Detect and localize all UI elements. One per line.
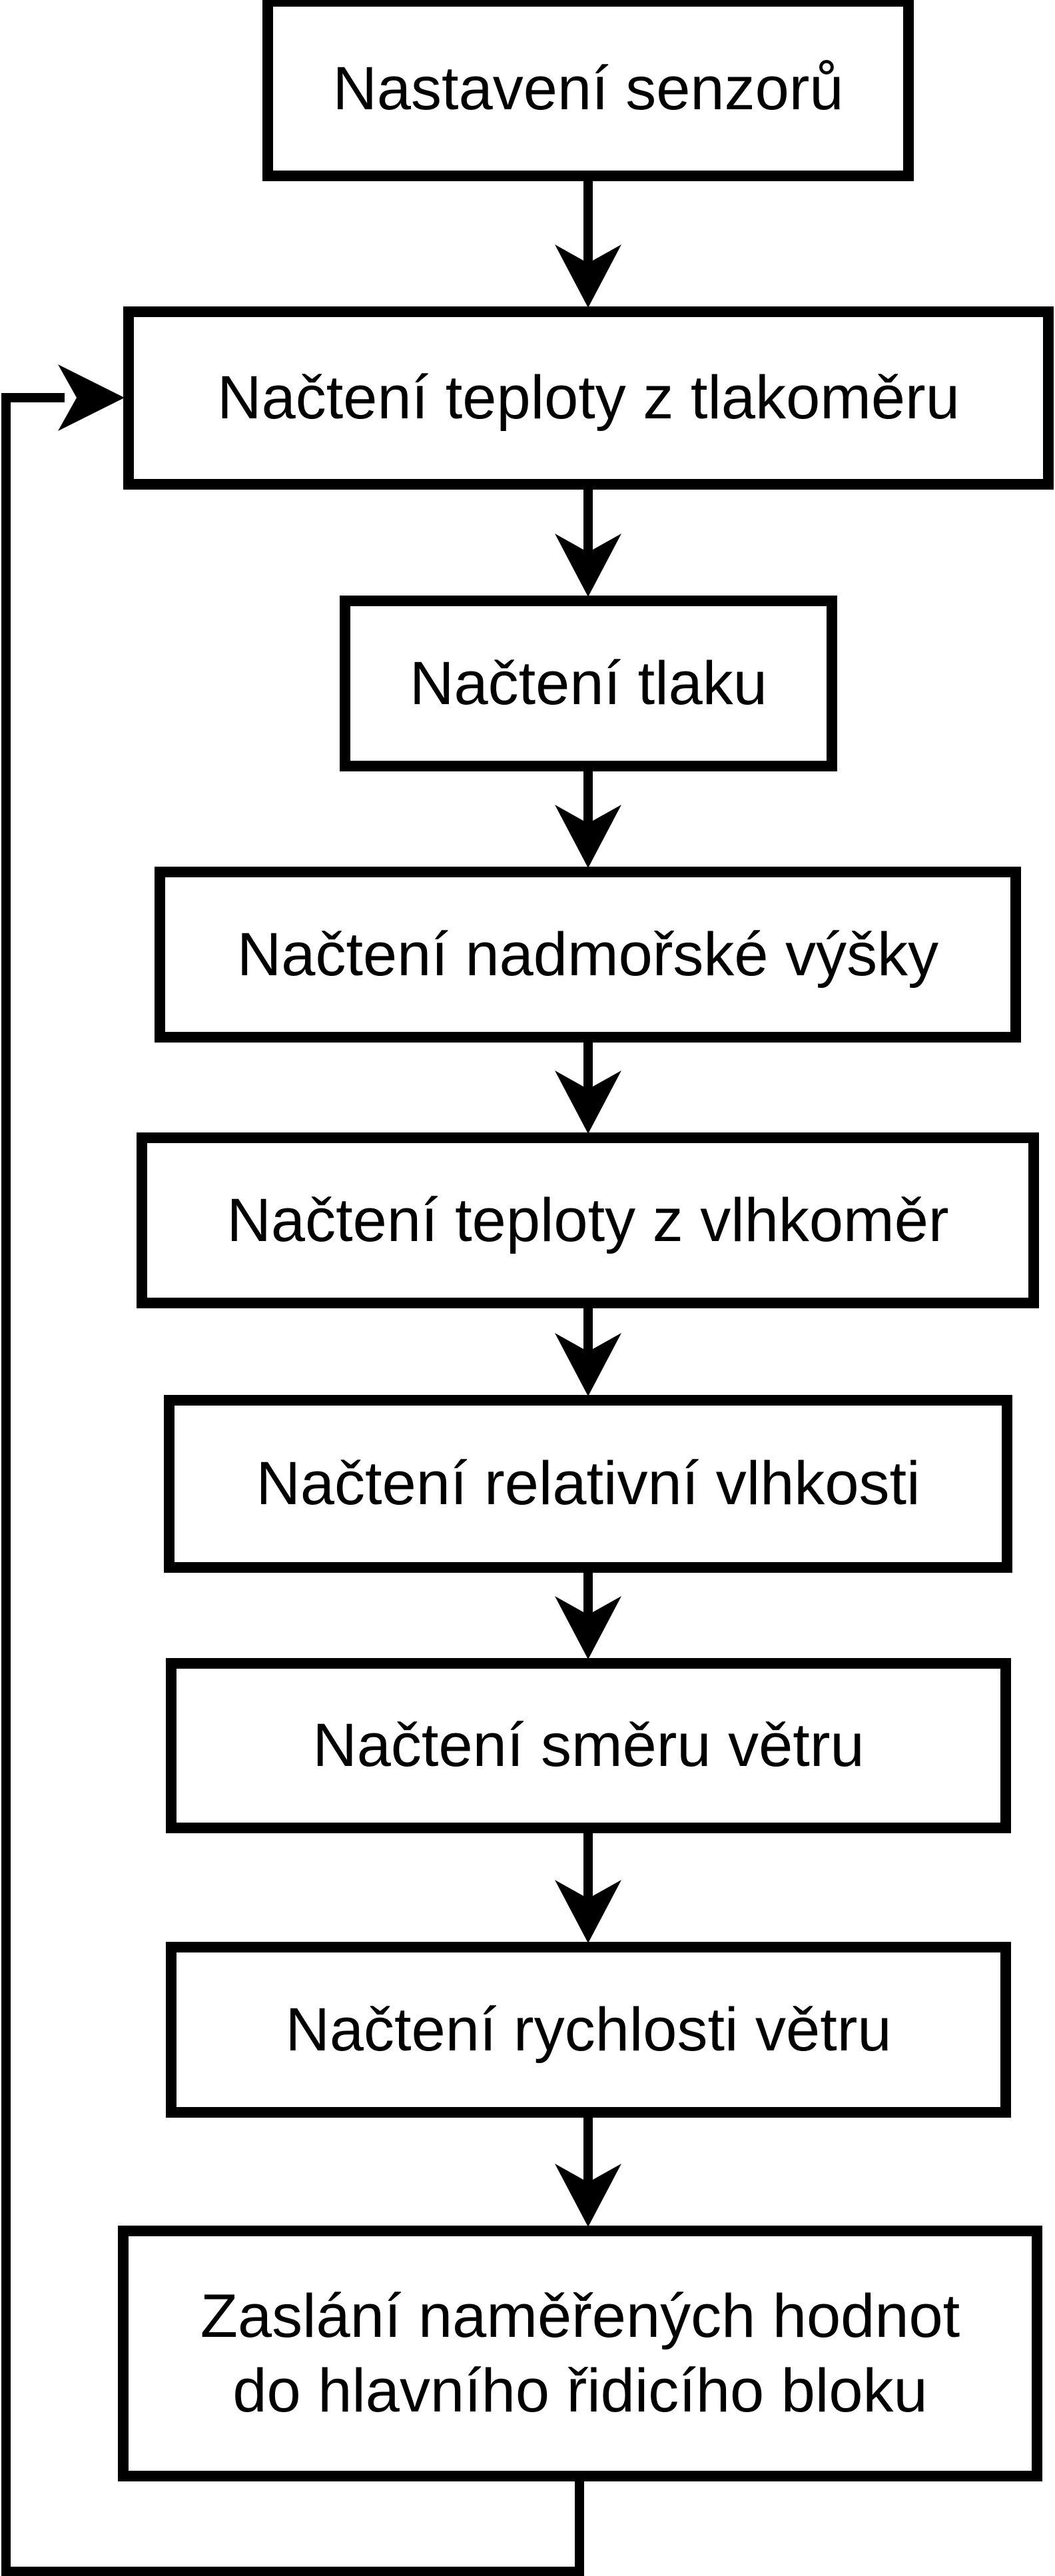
flow-node-label: Načtení relativní vlhkosti — [256, 1450, 920, 1518]
arrow-stem-8-9 — [583, 2114, 593, 2184]
arrow-stem-7-8 — [583, 1829, 593, 1900]
arrowhead-down-icon — [555, 1880, 621, 1943]
arrow-stem-4-5 — [583, 1039, 593, 1090]
flow-node-label: Načtení teploty z vlhkoměr — [226, 1186, 949, 1254]
arrowhead-right-icon — [58, 364, 125, 431]
loop-back-segment-top — [1, 393, 65, 402]
flow-node-label-line-2: do hlavního řidicího bloku — [232, 2357, 928, 2425]
arrowhead-down-icon — [555, 805, 621, 868]
arrowhead-down-icon — [555, 534, 621, 597]
flow-node-label: Načtení směru větru — [312, 1711, 865, 1780]
loop-back-segment-left — [1, 393, 11, 2576]
flow-node-nacteni-smeru-vetru: Načtení směru větru — [166, 1658, 1011, 1833]
arrowhead-down-icon — [555, 1596, 621, 1659]
arrowhead-down-icon — [555, 1071, 621, 1134]
arrow-stem-1-2 — [583, 175, 593, 264]
flow-node-label-line-1: Zaslání naměřených hodnot — [200, 2282, 960, 2350]
flow-node-label: Načtení tlaku — [410, 649, 767, 717]
flow-node-label: Načtení rychlosti větru — [285, 1995, 892, 2064]
flow-node-nacteni-tlaku: Načtení tlaku — [340, 596, 837, 771]
arrow-stem-3-4 — [583, 767, 593, 825]
flow-node-nacteni-teploty-z-vlhkomer: Načtení teploty z vlhkoměr — [137, 1132, 1039, 1308]
flow-node-nacteni-teploty-z-tlakomeru: Načtení teploty z tlakoměru — [123, 306, 1054, 490]
arrow-stem-2-3 — [583, 486, 593, 554]
loop-back-segment-bottom — [1, 2567, 584, 2576]
arrowhead-down-icon — [555, 1333, 621, 1396]
flow-node-label: Načtení teploty z tlakoměru — [217, 364, 960, 432]
flow-node-nastaveni-senzoru: Nastavení senzorů — [262, 0, 914, 181]
flow-node-label: Nastavení senzorů — [332, 54, 844, 123]
arrow-stem-6-7 — [583, 1569, 593, 1616]
flow-node-zaslani-namerenych-hodnot: Zaslání naměřených hodnot do hlavního ři… — [118, 2226, 1042, 2481]
arrowhead-down-icon — [555, 2164, 621, 2227]
flow-node-nacteni-nadmorske-vysky: Načtení nadmořské výšky — [155, 867, 1021, 1043]
flow-node-label: Načtení nadmořské výšky — [236, 920, 939, 989]
loop-back-segment-down — [575, 2477, 584, 2571]
flow-node-nacteni-rychlosti-vetru: Načtení rychlosti větru — [166, 1942, 1011, 2118]
arrow-stem-5-6 — [583, 1304, 593, 1353]
flow-node-nacteni-relativni-vlhkosti: Načtení relativní vlhkosti — [164, 1395, 1012, 1573]
arrowhead-down-icon — [555, 244, 621, 308]
